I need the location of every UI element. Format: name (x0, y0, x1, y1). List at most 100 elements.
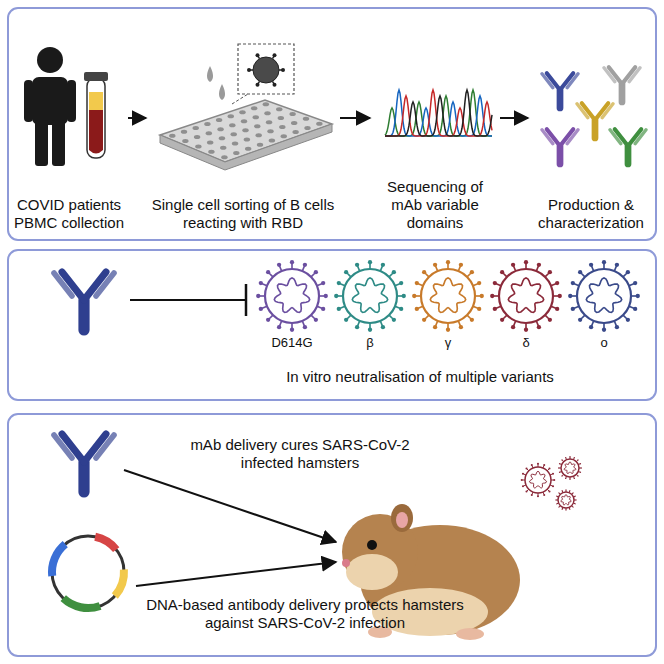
blood-tube (87, 78, 105, 158)
antibody-light-chain (96, 273, 114, 296)
hamster-foot (456, 628, 484, 640)
antibody-light-chain (542, 74, 553, 88)
virus-spike-tip (324, 294, 328, 298)
virus-spike-tip (500, 270, 504, 274)
plate-well (216, 118, 222, 122)
plate-well (251, 106, 257, 110)
plate-well (276, 107, 282, 111)
virus-spike-tip (578, 318, 582, 322)
panel-two-art (54, 260, 640, 332)
person-head (37, 47, 63, 73)
virus-spike-tip (626, 318, 630, 322)
antibody-light-chain (54, 435, 72, 458)
virus-spike-tip (470, 318, 474, 322)
virus-spike-tip (636, 294, 640, 298)
virus-spike-tip (565, 457, 566, 458)
plate-well (232, 142, 238, 146)
variant-label: γ (428, 334, 468, 352)
antibody-stem (78, 300, 89, 330)
virus-spike-tip (580, 472, 581, 473)
variant-label: δ (506, 334, 546, 352)
virus-spike-tip (556, 503, 557, 504)
virus-spike-tip (537, 495, 539, 497)
chromatogram-trace (385, 90, 492, 136)
plate-well (242, 128, 248, 132)
person-arm (24, 80, 33, 122)
antibody-light-chain (542, 130, 553, 144)
virus-genome (586, 278, 621, 313)
virus-envelope (525, 467, 551, 493)
plate-well (278, 116, 284, 120)
virus-spike-tip (433, 325, 437, 329)
virus-spike-tip (559, 463, 560, 464)
person-arm (67, 80, 76, 122)
virus-spike-tip (568, 294, 572, 298)
virus-spike-tip (555, 499, 556, 500)
virus-spike-tip (615, 263, 619, 267)
zoom-line (232, 94, 248, 104)
plate-well (292, 130, 298, 134)
virus-spike-tip (552, 485, 554, 487)
virus-spike-tip (399, 281, 403, 285)
receptor-tip (273, 53, 277, 57)
antibody-icon (577, 103, 613, 138)
plate-well (245, 147, 251, 151)
virus-spike-tip (402, 294, 406, 298)
virus-spike-tip (446, 260, 450, 264)
antibody-light-chain (577, 104, 588, 118)
virus-envelope (558, 492, 574, 508)
virus-spike-tip (511, 325, 515, 329)
receptor-tip (256, 53, 260, 57)
plate-well (291, 121, 297, 125)
antibody-light-chain (96, 435, 114, 458)
virus-spike-tip (412, 294, 416, 298)
virus-spike-tip (337, 281, 341, 285)
virus-spike-tip (459, 325, 463, 329)
hamster-nose (342, 559, 350, 567)
virus-spike-tip (602, 328, 606, 332)
droplet (207, 66, 213, 82)
antibody-icon (604, 67, 640, 102)
virus-genome (352, 278, 387, 313)
virus-spike-tip (477, 307, 481, 311)
antibody-stem (592, 120, 599, 138)
virus-spike-tip (615, 325, 619, 329)
virus-spike-tip (589, 263, 593, 267)
plasmid-gene (48, 541, 68, 577)
virus-icon (256, 260, 328, 332)
virus-spike-tip (571, 307, 575, 311)
inhibition-bar (245, 284, 248, 316)
virus-icon (555, 489, 576, 510)
virus-spike-tip (477, 281, 481, 285)
virus-genome (274, 278, 309, 313)
virus-spike-tip (543, 464, 545, 466)
plate-well (304, 126, 310, 130)
virus-envelope (343, 269, 397, 323)
antibody-light-chain (629, 68, 640, 82)
antibody-light-chain (567, 74, 578, 88)
virus-spike-tip (575, 496, 576, 497)
virus-spike-tip (555, 307, 559, 311)
virus-spike-tip (558, 492, 559, 493)
receptor-tip (247, 68, 251, 72)
step-box: Sequencing of mAb variable domains (372, 40, 498, 232)
plate-well (208, 150, 214, 154)
virus-spike-tip (522, 473, 524, 475)
step-arrow (128, 117, 146, 119)
antibody-icon (54, 434, 114, 492)
virus-spike-tip (569, 456, 570, 457)
plate-well (204, 122, 210, 126)
virus-spike-tip (543, 494, 545, 496)
virus-spike-tip (562, 509, 563, 510)
plate-well (257, 143, 263, 147)
virus-spike-tip (633, 281, 637, 285)
virus-icon (558, 456, 582, 480)
plasmid-gene (112, 569, 128, 598)
virus-spike-tip (565, 489, 566, 490)
plate-well (207, 140, 213, 144)
virus-spike-tip (548, 467, 550, 469)
virus-spike-tip (571, 281, 575, 285)
plate-well (182, 139, 188, 143)
step-box: Single cell sorting of B cells reacting … (148, 40, 338, 232)
